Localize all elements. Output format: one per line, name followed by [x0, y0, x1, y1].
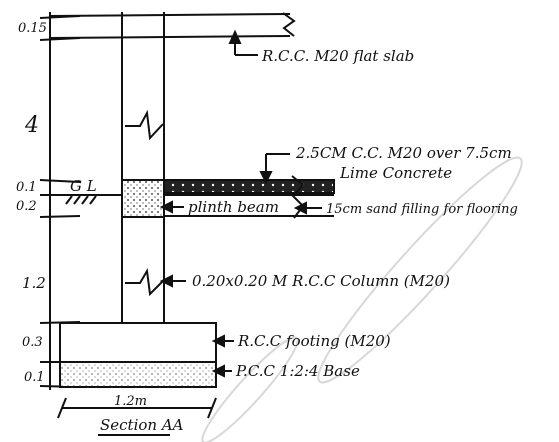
dim-footing-depth: 0.3	[22, 335, 43, 350]
rcc-footing	[59, 322, 217, 363]
floor-concrete-leader	[259, 153, 290, 185]
ground-level-marker	[60, 194, 122, 205]
label-rcc-footing: R.C.C footing (M20)	[237, 332, 391, 350]
floor-layers	[163, 175, 335, 219]
label-ground-level: G L	[70, 177, 97, 195]
section-title: Section AA	[100, 416, 184, 434]
dim-pcc-base: 0.1	[24, 370, 45, 385]
plinth-beam-leader	[159, 200, 184, 214]
label-pcc-base: P.C.C 1:2:4 Base	[235, 362, 360, 380]
dim-plinth-beam: 0.2	[16, 199, 37, 214]
plinth-beam	[121, 179, 165, 218]
footing-leader	[211, 334, 234, 348]
label-sand-filling: 15cm sand filling for flooring	[326, 202, 518, 217]
label-floor-concrete-line2: Lime Concrete	[339, 164, 452, 182]
sand-filling-leader	[293, 201, 322, 215]
pcc-leader	[211, 364, 232, 378]
slab-leader	[228, 29, 258, 56]
label-column: 0.20x0.20 M R.C.C Column (M20)	[192, 272, 450, 290]
footing-width-dimension	[57, 397, 217, 419]
top-slab	[49, 12, 296, 39]
dim-top-slab: 0.15	[18, 21, 47, 36]
watermark	[201, 156, 523, 442]
dim-footing-width: 1.2m	[114, 394, 147, 409]
dim-below-plinth: 1.2	[22, 274, 46, 292]
dim-column-height: 4	[24, 113, 39, 138]
dim-ground-level-offset: 0.1	[16, 180, 37, 195]
label-floor-concrete-line1: 2.5CM C.C. M20 over 7.5cm	[295, 144, 512, 162]
label-rcc-flat-slab: R.C.C. M20 flat slab	[261, 47, 414, 65]
column-leader	[159, 274, 186, 288]
label-plinth-beam: plinth beam	[188, 198, 279, 216]
column	[121, 12, 165, 323]
pcc-base	[59, 361, 217, 388]
